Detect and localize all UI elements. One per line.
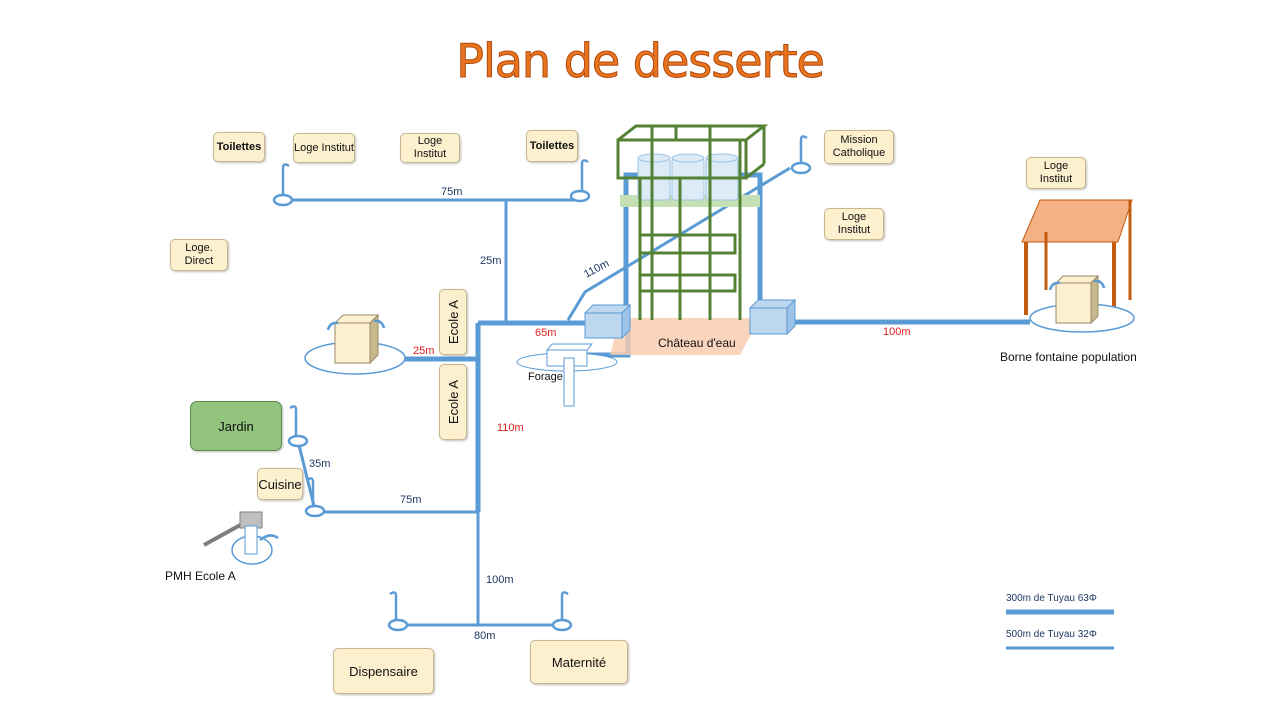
building-loge-institut: Loge Institut <box>400 133 460 163</box>
tap-icon <box>387 591 409 632</box>
tap-icon <box>287 405 309 448</box>
ecole-a-label: Ecole A <box>445 379 461 425</box>
forage-graphic <box>516 343 618 407</box>
valve-box-right <box>748 298 797 336</box>
length-label: 100m <box>486 574 514 586</box>
building-dispensaire: Dispensaire <box>333 648 434 694</box>
borne-fontaine-label: Borne fontaine population <box>1000 350 1137 364</box>
building-loge-institut: Loge Institut <box>293 133 355 163</box>
chateau-deau-label: Château d'eau <box>658 336 736 350</box>
building-cuisine: Cuisine <box>257 468 303 500</box>
thin-pipes <box>283 166 791 627</box>
valve-box-left <box>583 303 632 340</box>
water-tower <box>610 124 769 355</box>
length-label-red: 110m <box>497 422 524 434</box>
building-ecole-a: Ecole A <box>439 289 467 355</box>
building-maternite: Maternité <box>530 640 628 684</box>
tap-icon <box>551 591 573 632</box>
legend-thick-pipe: 300m de Tuyau 63Φ <box>1006 593 1097 604</box>
length-label: 75m <box>400 494 422 506</box>
school-fountain <box>304 313 406 375</box>
length-label-red: 65m <box>535 327 557 339</box>
legend-graphics <box>1006 609 1114 650</box>
length-label: 35m <box>309 458 331 470</box>
tap-icon <box>569 159 591 203</box>
forage-label: Forage <box>528 371 563 383</box>
pmh-ecole-label: PMH Ecole A <box>165 569 236 583</box>
building-loge-institut: Loge Institut <box>1026 157 1086 189</box>
length-label: 75m <box>441 186 463 198</box>
length-label-red: 100m <box>883 326 911 338</box>
pipe-diag-110m <box>566 166 791 321</box>
ecole-a-label: Ecole A <box>445 299 461 345</box>
length-label-red: 25m <box>413 345 435 357</box>
pipe-tower-right <box>740 172 763 305</box>
taps <box>272 135 812 632</box>
building-toilettes: Toilettes <box>526 130 578 162</box>
length-label: 80m <box>474 630 496 642</box>
building-loge-institut: Loge Institut <box>824 208 884 240</box>
length-label: 25m <box>480 255 502 267</box>
building-loge-direct: Loge. Direct <box>170 239 228 271</box>
borne-fontaine-graphic <box>1021 199 1135 333</box>
tap-icon <box>790 135 812 175</box>
tap-icon <box>272 163 294 207</box>
building-mission-catholique: Mission Catholique <box>824 130 894 164</box>
pmh-hand-pump <box>203 511 279 565</box>
tap-icon <box>304 477 326 518</box>
diagram-title: Plan de desserte <box>456 34 826 89</box>
building-jardin: Jardin <box>190 401 282 451</box>
building-toilettes: Toilettes <box>213 132 265 162</box>
legend-thin-pipe: 500m de Tuyau 32Φ <box>1006 629 1097 640</box>
building-ecole-a: Ecole A <box>439 364 467 440</box>
